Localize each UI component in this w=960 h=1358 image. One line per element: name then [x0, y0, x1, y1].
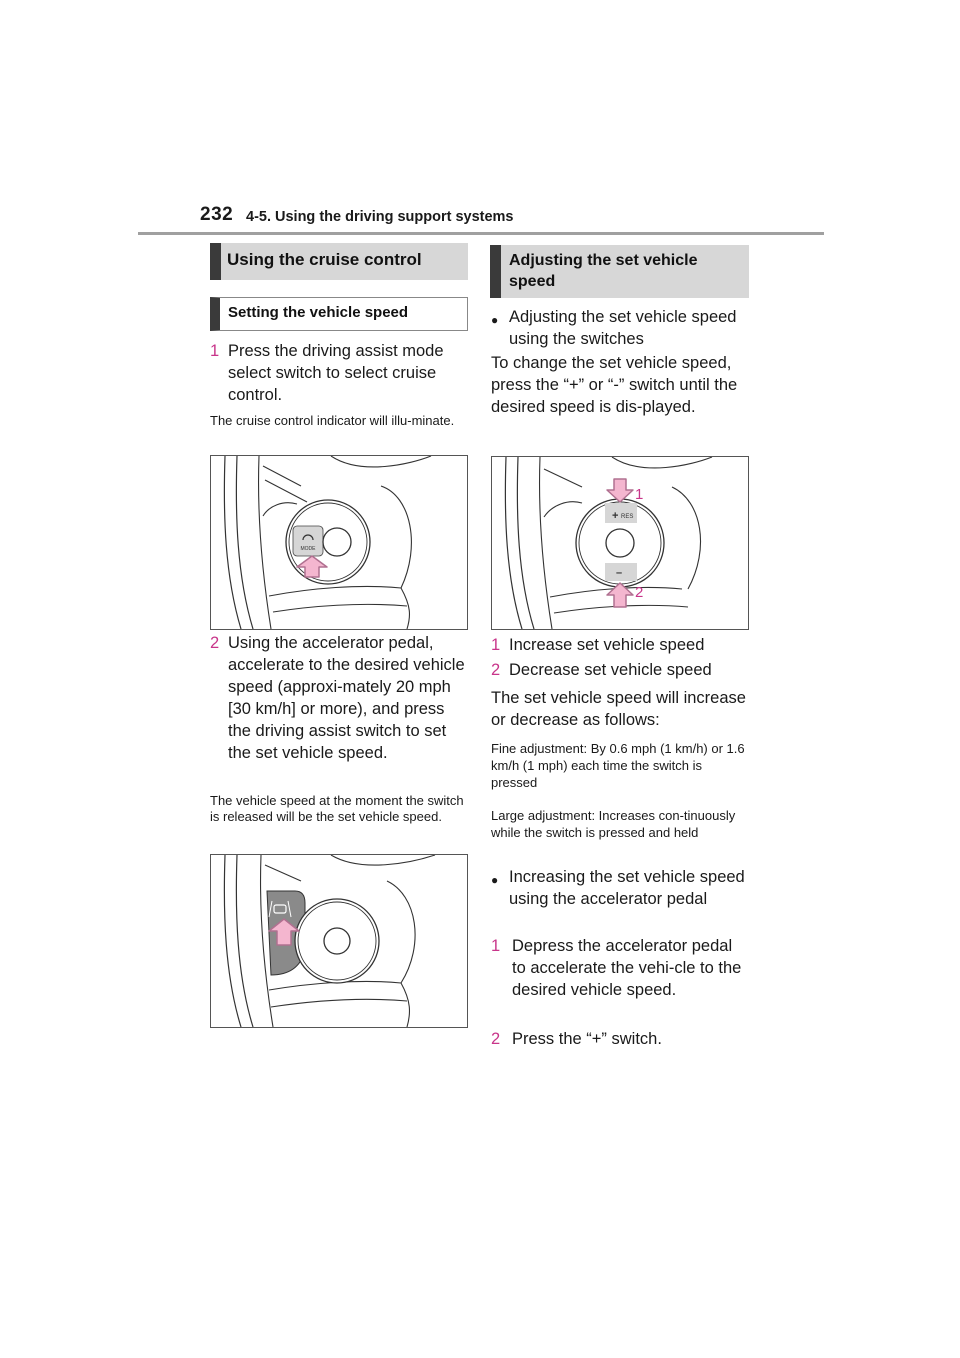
step-2: 2 Using the accelerator pedal, accelerat…	[210, 632, 468, 764]
bullet-text: Increasing the set vehicle speed using t…	[509, 868, 745, 908]
figure-driving-assist-switch	[210, 854, 468, 1028]
section-title-line2: speed	[509, 273, 556, 290]
step-press-plus: 2 Press the “+” switch.	[491, 1028, 749, 1050]
steering-wheel-illustration: + RES – 1 2	[504, 457, 713, 629]
header-rule	[138, 232, 824, 235]
lane-assist-icon	[268, 900, 292, 918]
step-number: 2	[210, 634, 220, 652]
callout-2: 2	[635, 584, 643, 601]
mode-switch-label: MODE	[301, 546, 317, 552]
bullet-adjust-switches: ● Adjusting the set vehicle speed using …	[491, 306, 749, 350]
up-arrow-icon	[606, 582, 634, 608]
minus-symbol: –	[616, 567, 622, 579]
steering-wheel-illustration: MODE	[223, 456, 432, 629]
item-text: Decrease set vehicle speed	[509, 661, 712, 679]
plus-symbol: +	[612, 510, 618, 522]
up-arrow-icon	[296, 555, 328, 578]
sub-title: Setting the vehicle speed	[228, 304, 409, 321]
step-text: Press the “+” switch.	[512, 1030, 662, 1048]
page-number: 232	[200, 204, 234, 225]
section-title-box: Adjusting the set vehicle speed	[490, 245, 749, 298]
section-title-line1: Adjusting the set vehicle	[509, 252, 698, 269]
step-number: 1	[491, 937, 501, 955]
item-increase: 1 Increase set vehicle speed	[491, 634, 749, 656]
bullet-accelerator: ● Increasing the set vehicle speed using…	[491, 866, 749, 910]
up-arrow-icon	[606, 478, 634, 503]
note-fine-adjustment: Fine adjustment: By 0.6 mph (1 km/h) or …	[491, 741, 745, 790]
bullet-text: Adjusting the set vehicle speed using th…	[509, 308, 737, 348]
running-head: 4-5. Using the driving support systems	[246, 209, 514, 225]
item-number: 1	[491, 636, 501, 654]
steering-wheel-illustration	[223, 855, 436, 1027]
para-change-speed: To change the set vehicle speed, press t…	[491, 354, 738, 416]
step-1: 1 Press the driving assist mode select s…	[210, 340, 468, 406]
para-increase-decrease: The set vehicle speed will increase or d…	[491, 689, 746, 729]
step-number: 1	[210, 342, 220, 360]
sub-title-box: Setting the vehicle speed	[210, 297, 468, 331]
callout-1: 1	[635, 486, 643, 503]
note-set-speed: The vehicle speed at the moment the swit…	[210, 793, 464, 824]
step-text: Depress the accelerator pedal to acceler…	[512, 937, 742, 999]
section-title: Using the cruise control	[227, 250, 422, 269]
res-label: RES	[621, 514, 633, 520]
up-arrow-icon	[268, 918, 300, 946]
step-text: Using the accelerator pedal, accelerate …	[228, 634, 465, 762]
note-large-adjustment: Large adjustment: Increases con-tinuousl…	[491, 808, 736, 840]
item-number: 2	[491, 661, 501, 679]
figure-res-switch: + RES – 1 2	[491, 456, 749, 630]
item-decrease: 2 Decrease set vehicle speed	[491, 659, 749, 681]
item-text: Increase set vehicle speed	[509, 636, 705, 654]
section-title-box: Using the cruise control	[210, 243, 468, 280]
step-depress-accelerator: 1 Depress the accelerator pedal to accel…	[491, 935, 749, 1001]
note-indicator: The cruise control indicator will illu-m…	[210, 413, 455, 428]
bullet-icon: ●	[491, 313, 499, 327]
step-text: Press the driving assist mode select swi…	[228, 342, 444, 404]
bullet-icon: ●	[491, 873, 499, 887]
step-number: 2	[491, 1030, 501, 1048]
figure-mode-switch: MODE	[210, 455, 468, 630]
